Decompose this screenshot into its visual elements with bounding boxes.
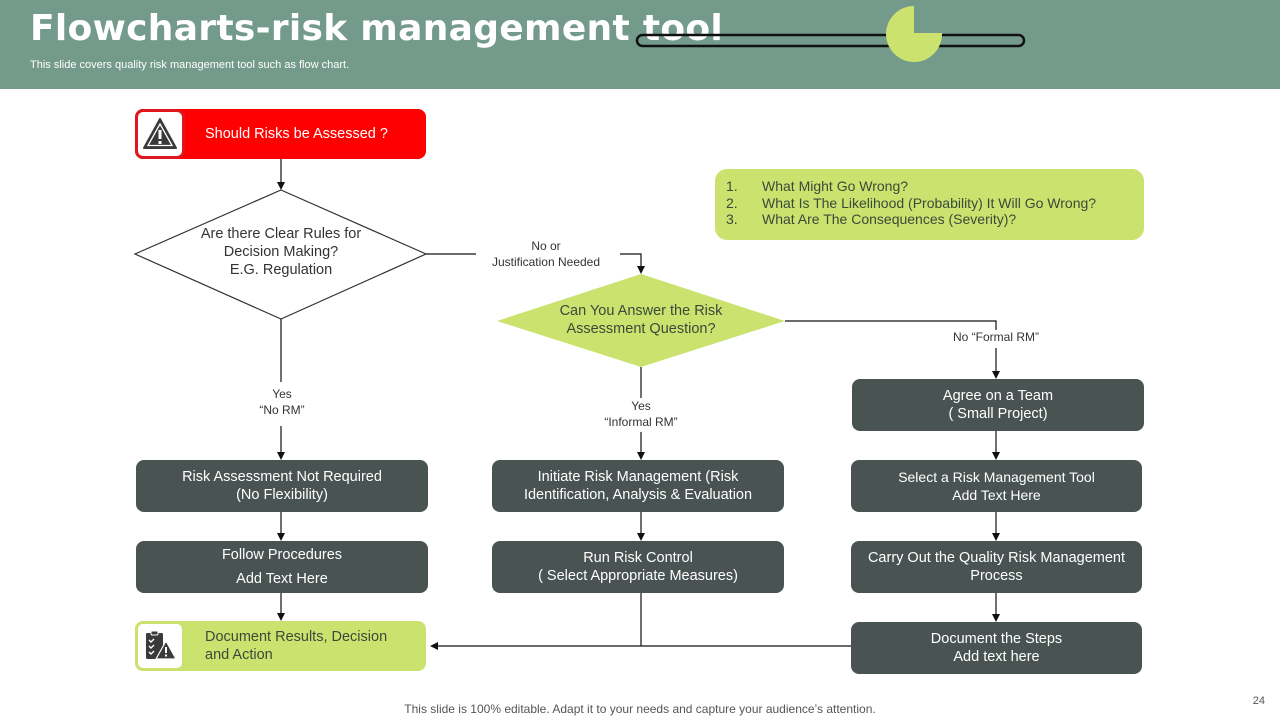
node-risk-assessment-not-required[interactable]: Risk Assessment Not Required (No Flexibi… [136, 460, 428, 512]
node-carry-out-process[interactable]: Carry Out the Quality Risk Management Pr… [851, 541, 1142, 593]
node-select-tool[interactable]: Select a Risk Management Tool Add Text H… [851, 460, 1142, 512]
edge-label-no-formal: No “Formal RM” [953, 330, 1039, 344]
start-node[interactable]: Should Risks be Assessed ? [135, 109, 426, 159]
edge-label-yes-no-rm: Yes “No RM” [259, 387, 305, 417]
connector-d2-no-a [785, 320, 997, 330]
decorative-pie-shape [886, 6, 943, 62]
header-banner: Flowcharts-risk management tool This sli… [0, 0, 1280, 89]
connector-d1-no-b [620, 253, 645, 274]
decorative-track [635, 33, 1026, 48]
checklist-warning-icon [146, 630, 177, 660]
slide-title: Flowcharts-risk management tool [30, 8, 724, 49]
node-run-risk-control[interactable]: Run Risk Control ( Select Appropriate Me… [492, 541, 784, 593]
footer-note: This slide is 100% editable. Adapt it to… [404, 702, 876, 716]
node-agree-on-team[interactable]: Agree on a Team ( Small Project) [852, 379, 1144, 431]
end-node-label: Document Results, Decision and Action [205, 629, 388, 663]
decision-diamond-answer [497, 274, 785, 367]
decision-rules-label: Are there Clear Rules for Decision Makin… [200, 226, 362, 278]
risk-questions-box: 1.What Might Go Wrong? 2.What Is The Lik… [715, 169, 1144, 240]
edge-label-yes-informal: Yes “Informal RM” [604, 399, 678, 429]
slide-subtitle: This slide covers quality risk managemen… [30, 59, 350, 71]
warning-triangle-icon [143, 118, 177, 149]
start-node-label: Should Risks be Assessed ? [205, 126, 388, 142]
node-document-steps[interactable]: Document the Steps Add text here [851, 622, 1142, 674]
edge-label-no-justification: No or Justification Needed [491, 239, 601, 269]
page-number: 24 [1252, 695, 1265, 707]
question-item: 3.What Are The Consequences (Severity)? [726, 211, 1017, 227]
end-icon-tile [135, 621, 185, 671]
decorative-slider-graphic [635, 6, 1026, 62]
node-follow-procedures[interactable]: Follow Procedures Add Text Here [136, 541, 428, 593]
node-initiate-risk-management[interactable]: Initiate Risk Management (Risk Identific… [492, 460, 784, 512]
risk-questions-list: 1.What Might Go Wrong? 2.What Is The Lik… [726, 178, 1096, 228]
question-item: 1.What Might Go Wrong? [726, 178, 909, 194]
question-item: 2.What Is The Likelihood (Probability) I… [726, 194, 1097, 211]
start-icon-tile [135, 109, 185, 159]
end-node[interactable]: Document Results, Decision and Action [135, 621, 426, 671]
decision-answer-label: Can You Answer the Risk Assessment Quest… [559, 303, 723, 337]
